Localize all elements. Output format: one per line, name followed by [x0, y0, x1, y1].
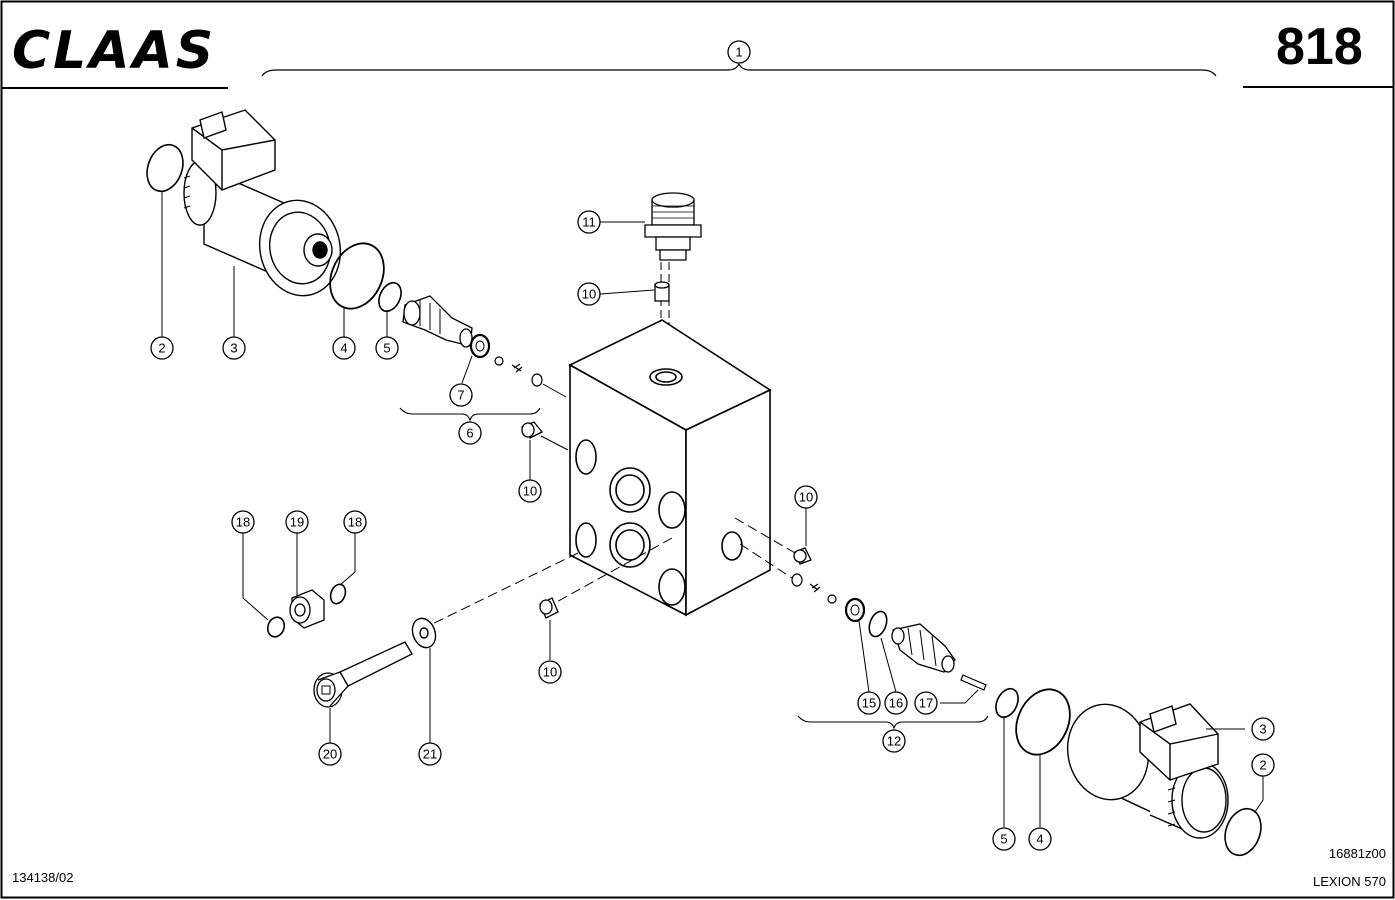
- plug-19: [289, 589, 325, 629]
- svg-text:3: 3: [1259, 722, 1266, 737]
- fitting-11: [644, 192, 702, 261]
- callout-12: 12: [882, 729, 906, 753]
- oring-2-left: [146, 143, 184, 193]
- svg-text:5: 5: [383, 341, 390, 356]
- leader-line: [540, 435, 569, 451]
- svg-text:18: 18: [236, 515, 250, 530]
- plug-10-right: [793, 547, 812, 565]
- seal-15: [844, 597, 866, 623]
- callout-4-left: 4: [332, 336, 356, 360]
- svg-text:5: 5: [1000, 832, 1007, 847]
- plug-10-top: [654, 281, 670, 302]
- washer-21: [411, 617, 437, 649]
- callout-20: 20: [318, 742, 342, 766]
- leader-line: [461, 355, 473, 384]
- plug-10-mid: [520, 421, 544, 439]
- callout-2-left: 2: [150, 336, 174, 360]
- callout-18-a: 18: [231, 510, 255, 534]
- plug-10-bottom: [539, 597, 559, 619]
- leader-line: [940, 689, 979, 704]
- svg-text:11: 11: [582, 215, 596, 230]
- svg-text:4: 4: [1036, 832, 1043, 847]
- document-number: 134138/02: [12, 870, 73, 885]
- leader-line: [542, 383, 567, 398]
- svg-text:10: 10: [799, 490, 813, 505]
- callout-15: 15: [857, 691, 881, 715]
- ball-spring-left: [494, 356, 543, 387]
- svg-text:17: 17: [919, 696, 933, 711]
- leader-line: [858, 620, 870, 693]
- svg-text:12: 12: [887, 734, 901, 749]
- svg-text:4: 4: [340, 341, 347, 356]
- callout-10-top: 10: [577, 282, 601, 306]
- drawing-id: 16881z00: [1329, 846, 1386, 861]
- callout-3-right: 3: [1251, 717, 1275, 741]
- callout-6: 6: [458, 421, 482, 445]
- callout-2-right: 2: [1251, 753, 1275, 777]
- svg-text:18: 18: [348, 515, 362, 530]
- oring-18-upper: [329, 583, 347, 605]
- callout-19: 19: [285, 510, 309, 534]
- model-name: LEXION 570: [1313, 874, 1386, 889]
- centerlines-block: [423, 517, 796, 629]
- oring-4-left: [329, 242, 385, 310]
- svg-text:3: 3: [230, 341, 237, 356]
- svg-text:7: 7: [457, 388, 464, 403]
- bracket-12: [797, 715, 989, 730]
- valve-cartridge-right: [891, 623, 956, 673]
- callout-16: 16: [884, 691, 908, 715]
- callout-3-left: 3: [222, 336, 246, 360]
- oring-5-left: [378, 281, 402, 313]
- leader-line: [242, 533, 269, 621]
- svg-text:10: 10: [523, 484, 537, 499]
- callout-10-bottom: 10: [538, 660, 562, 684]
- solenoid-coil-right: [1066, 703, 1229, 839]
- callout-1: 1: [727, 40, 751, 64]
- pin-17: [960, 674, 987, 691]
- svg-text:21: 21: [423, 747, 437, 762]
- svg-text:19: 19: [290, 515, 304, 530]
- oring-16: [868, 610, 888, 638]
- valve-cartridge-left: [402, 295, 473, 348]
- svg-text:2: 2: [1259, 758, 1266, 773]
- callout-17: 17: [914, 691, 938, 715]
- oring-18-lower: [266, 616, 286, 638]
- seal-7: [469, 333, 491, 359]
- svg-text:15: 15: [862, 696, 876, 711]
- svg-text:2: 2: [158, 341, 165, 356]
- svg-text:10: 10: [543, 665, 557, 680]
- ball-spring-right: [791, 573, 837, 604]
- bracket-6: [399, 407, 541, 422]
- leader-line: [1254, 776, 1264, 813]
- svg-text:10: 10: [582, 287, 596, 302]
- oring-4-right: [1015, 688, 1071, 756]
- callout-11: 11: [577, 210, 601, 234]
- callout-10-mid: 10: [518, 479, 542, 503]
- solenoid-coil-left: [183, 109, 342, 297]
- callout-18-b: 18: [343, 510, 367, 534]
- page-number: 818: [1276, 18, 1363, 76]
- oring-2-right: [1224, 807, 1262, 857]
- callout-5-left: 5: [375, 336, 399, 360]
- valve-block: [568, 319, 772, 617]
- callout-21: 21: [418, 742, 442, 766]
- leader-line: [339, 533, 356, 586]
- bolt-20: [313, 641, 413, 708]
- assembly-bracket: [261, 63, 1217, 77]
- callout-7: 7: [449, 383, 473, 407]
- oring-5-right: [995, 687, 1019, 719]
- brand-logo: CLAAS: [12, 21, 216, 81]
- svg-text:1: 1: [735, 45, 742, 60]
- leader-line: [880, 637, 897, 693]
- callout-10-right: 10: [794, 485, 818, 509]
- callout-4-right: 4: [1028, 827, 1052, 851]
- svg-text:6: 6: [466, 426, 473, 441]
- svg-text:20: 20: [323, 747, 337, 762]
- leader-line: [599, 289, 655, 295]
- callout-5-right: 5: [992, 827, 1016, 851]
- svg-text:16: 16: [889, 696, 903, 711]
